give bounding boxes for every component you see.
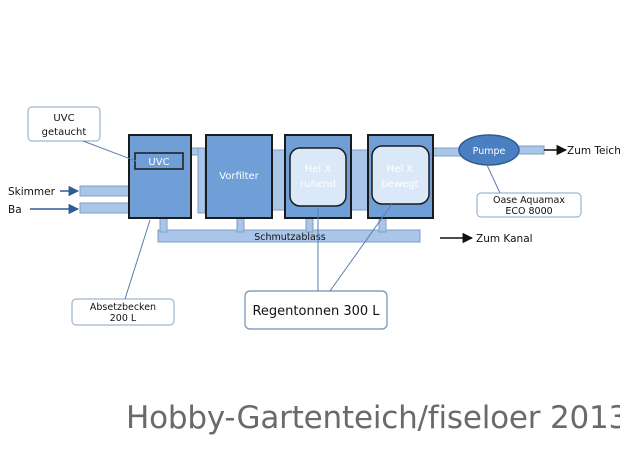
skimmer-label: Skimmer [8,186,56,198]
settling-callout [71,298,175,326]
connector-1-2-down [197,147,206,214]
pump-model-callout [476,192,582,218]
rain-barrels-label: Regentonnen 300 L [252,304,380,319]
settling-callout-line-2: 200 L [110,313,137,324]
uvc-unit-label: UVC [148,157,169,168]
to-pond-label: Zum Teich [567,145,620,157]
drain-pipe-label: Schmutzablass [254,232,326,243]
helx-static-media [289,147,347,207]
prefilter-tank [205,134,273,219]
pump [458,134,520,166]
uvc-callout-line-2: getaucht [42,127,87,138]
pump-model-line-1: Oase Aquamax [493,195,565,206]
helx-moving-label-2: bewegt [381,179,418,190]
ba-label: Ba [8,204,22,216]
rain-barrels-leader-2 [329,203,393,292]
helx-static-label-1: Hel X [305,164,332,175]
helx-static-label-2: ruhend [300,179,336,190]
outlet-pipe [432,147,462,157]
drain-stub-1 [159,217,168,233]
settling-tank [128,134,192,219]
drain-stub-3 [305,217,314,233]
settling-callout-line-1: Absetzbecken [90,302,156,313]
uvc-callout [27,106,101,142]
pump-model-leader [486,164,501,194]
uvc-callout-leader [82,140,137,162]
prefilter-label: Vorfilter [219,171,259,182]
connector-3-4 [349,149,369,211]
skimmer-inlet-pipe [79,185,130,197]
helx-moving-label-1: Hel X [387,164,414,175]
drain-stub-2 [236,217,245,233]
uvc-callout-line-1: UVC [53,113,74,124]
helx-moving-media [371,145,430,205]
ba-inlet-pipe [79,202,130,214]
rain-barrels-callout [244,290,388,330]
pump-outlet-pipe [517,145,545,155]
pump-label: Pumpe [473,146,506,157]
drain-pipe [157,229,421,243]
settling-callout-leader [124,219,151,300]
credit-caption: Hobby-Gartenteich/fiseloer 2013 [126,400,620,436]
to-sewer-label: Zum Kanal [476,233,533,245]
connector-2-3 [271,149,286,211]
pump-model-line-2: ECO 8000 [505,206,552,217]
